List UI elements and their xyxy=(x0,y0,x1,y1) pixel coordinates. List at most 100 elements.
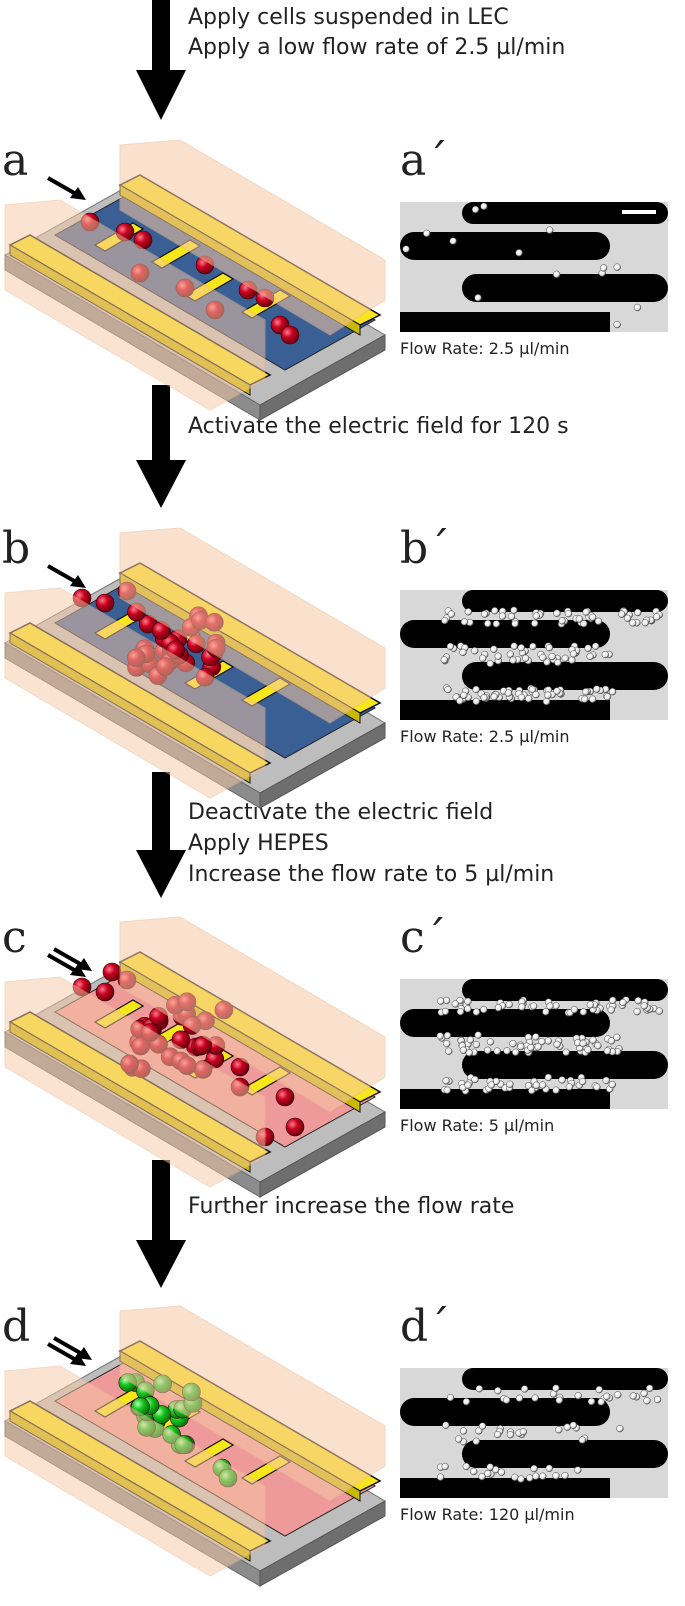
micro-cell xyxy=(506,1080,514,1088)
micro-cell xyxy=(613,1033,621,1042)
panel-label: b xyxy=(2,523,30,574)
micro-cell xyxy=(470,1467,478,1476)
micro-cell xyxy=(633,1008,641,1016)
micro-cell xyxy=(494,1004,503,1012)
micro-cell xyxy=(464,608,472,616)
micro-cell xyxy=(634,997,642,1005)
micro-cell xyxy=(509,1040,517,1048)
channel-wall-front xyxy=(4,199,266,411)
step-arrow-1 xyxy=(136,0,186,120)
flow-rate-label: Flow Rate: 2.5 µl/min xyxy=(400,339,570,358)
panel-label: d xyxy=(2,1301,30,1352)
micro-cell xyxy=(554,658,562,667)
micro-electrode xyxy=(462,1368,668,1390)
micro-cell xyxy=(506,1430,515,1439)
step-3-text: Deactivate the electric field Apply HEPE… xyxy=(188,800,554,887)
micro-cell xyxy=(436,1032,444,1040)
cell xyxy=(95,593,115,613)
micro-cell xyxy=(530,1464,538,1473)
micro-cell xyxy=(603,1392,611,1401)
flow-arrow xyxy=(47,953,77,973)
micro-cell xyxy=(532,1472,540,1480)
micro-cell xyxy=(437,997,445,1005)
micro-cell xyxy=(459,648,467,657)
micro-cell xyxy=(528,1086,536,1095)
step-4-text: Further increase the flow rate xyxy=(188,1194,514,1219)
micro-cell xyxy=(539,1081,547,1089)
channel-wall-front xyxy=(4,976,266,1188)
micro-cell xyxy=(545,1464,553,1472)
micro-cell xyxy=(640,1389,648,1398)
micro-cell xyxy=(584,1046,592,1054)
micro-cell xyxy=(451,1000,459,1008)
micro-cell xyxy=(445,1047,453,1055)
micro-cell xyxy=(515,1394,524,1402)
micro-cell xyxy=(578,1436,586,1444)
channel-wall-back xyxy=(119,916,386,1113)
micro-cell xyxy=(588,695,597,703)
flow-arrow-head xyxy=(76,1347,92,1360)
micro-cell xyxy=(602,1076,610,1085)
micro-cell xyxy=(653,613,661,621)
micro-cell xyxy=(593,685,601,693)
micro-cell xyxy=(646,1384,654,1392)
micro-cell xyxy=(539,653,547,662)
micrograph xyxy=(400,202,668,332)
micro-cell xyxy=(607,1037,616,1045)
channel-wall-back xyxy=(119,1305,386,1502)
micro-cell xyxy=(487,1081,495,1089)
cell xyxy=(102,962,122,982)
micrograph xyxy=(400,590,668,720)
micro-cell xyxy=(564,609,573,618)
micro-cell xyxy=(478,1422,487,1430)
micro-cell xyxy=(447,610,455,618)
micro-cell xyxy=(528,685,537,694)
micro-cell xyxy=(505,1000,513,1009)
micro-cell xyxy=(474,1031,482,1039)
flow-arrow xyxy=(53,1336,83,1356)
micro-cell xyxy=(480,610,489,618)
micro-cell xyxy=(494,652,502,660)
micro-cell xyxy=(597,1398,605,1406)
micro-cell xyxy=(532,691,540,699)
micro-cell xyxy=(511,1473,519,1481)
step-arrow-3 xyxy=(136,772,186,898)
micro-cell xyxy=(472,1040,481,1049)
micro-cell xyxy=(574,1392,582,1400)
device-base-side xyxy=(259,334,386,421)
micro-cell xyxy=(643,1397,651,1405)
micro-cell xyxy=(580,620,588,628)
micro-electrode xyxy=(400,1009,610,1037)
micro-cell xyxy=(614,1391,622,1399)
micro-cell xyxy=(504,689,513,697)
micro-cell xyxy=(517,693,526,702)
micro-cell xyxy=(594,1042,602,1050)
scale-bar xyxy=(622,210,656,214)
micro-cell xyxy=(484,619,492,628)
micro-cell xyxy=(619,998,627,1007)
micro-cell xyxy=(555,1426,563,1434)
micro-cell xyxy=(629,619,637,627)
micro-cell xyxy=(503,1047,511,1055)
micro-cell xyxy=(544,1073,553,1082)
micro-cell xyxy=(444,685,452,694)
micro-cell xyxy=(574,1466,582,1474)
micro-cell xyxy=(472,1437,480,1445)
micro-cell xyxy=(472,685,480,694)
micro-cell xyxy=(526,1474,534,1482)
micro-cell xyxy=(446,1393,455,1402)
micro-cell xyxy=(629,1392,637,1400)
micro-cell xyxy=(509,656,517,664)
micro-electrode xyxy=(462,590,668,612)
micro-cell xyxy=(515,249,523,257)
micro-cell xyxy=(543,658,551,666)
micro-electrode xyxy=(462,979,668,1001)
micro-cell xyxy=(472,697,480,706)
device-base-side xyxy=(259,1111,386,1198)
channel-wall-front xyxy=(4,587,266,799)
micro-cell xyxy=(466,1036,475,1044)
micro-cell xyxy=(455,1435,463,1443)
